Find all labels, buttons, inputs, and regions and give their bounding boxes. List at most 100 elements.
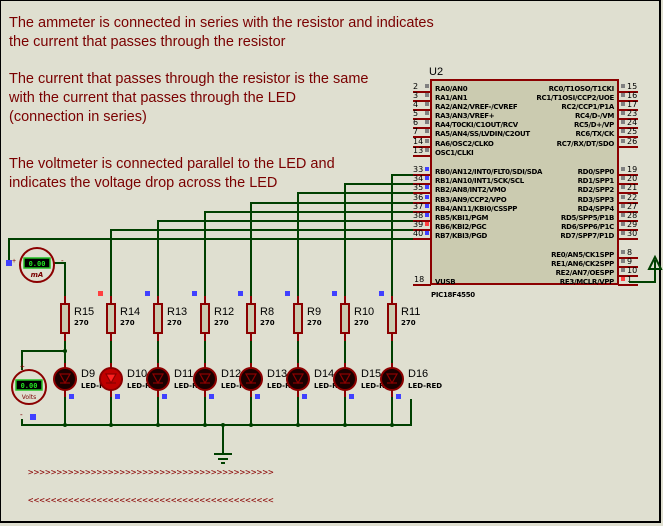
resistor-ref: R11 <box>401 306 420 318</box>
led-body[interactable] <box>239 367 263 391</box>
mcu-pin[interactable]: 28 RD5/SPP5/P1B <box>561 211 638 222</box>
resistor-body[interactable] <box>60 303 70 334</box>
resistor-body[interactable] <box>340 303 350 334</box>
pin-label: RE3/MCLR/VPP <box>560 278 614 286</box>
led-body[interactable] <box>53 367 77 391</box>
resistor-body[interactable] <box>293 303 303 334</box>
wires <box>8 174 413 427</box>
voltmeter-minus: - <box>20 410 23 419</box>
net-state-marker <box>285 291 290 296</box>
resistor-body[interactable] <box>387 303 397 334</box>
pin-state-marker <box>621 176 625 180</box>
ground-symbol <box>214 426 232 464</box>
pin-number: 38 <box>413 211 423 220</box>
pin-label: RB7/KBI3/PGD <box>435 232 488 240</box>
pin-state-marker <box>425 111 429 115</box>
pin-state-marker <box>621 102 625 106</box>
pin-state-marker <box>621 111 625 115</box>
pin-state-marker <box>621 250 625 254</box>
led-ref: D9 <box>81 368 95 380</box>
led-body[interactable] <box>286 367 310 391</box>
led-ref: D11 <box>174 368 193 380</box>
led-type: LED-R <box>267 382 291 390</box>
resistor-body[interactable] <box>106 303 116 334</box>
net-state-marker <box>302 394 307 399</box>
led-body[interactable] <box>333 367 357 391</box>
pin-label: VUSB <box>435 278 455 286</box>
pin-number: 28 <box>627 211 637 220</box>
led-body[interactable] <box>380 367 404 391</box>
mcu-body[interactable] <box>430 79 619 285</box>
pin-label: RD3/SPP3 <box>578 196 615 204</box>
junction-dot <box>63 423 67 427</box>
pin-label: RD5/SPP5/P1B <box>561 214 614 222</box>
pin-state-marker <box>621 259 625 263</box>
resistor-body[interactable] <box>200 303 210 334</box>
ammeter[interactable]: 0.00 mA + - <box>6 247 64 283</box>
led-body[interactable] <box>146 367 170 391</box>
resistor-ref: R8 <box>260 306 274 318</box>
pin-state-marker <box>425 84 429 88</box>
pin-state-marker <box>621 120 625 124</box>
led-type: LED-RED <box>408 382 442 390</box>
voltmeter[interactable]: 0.00 Volts + - <box>11 362 47 420</box>
resistor-body[interactable] <box>153 303 163 334</box>
wire <box>8 238 413 263</box>
resistor-body[interactable] <box>246 303 256 334</box>
led-body[interactable] <box>193 367 217 391</box>
wire <box>21 399 412 426</box>
